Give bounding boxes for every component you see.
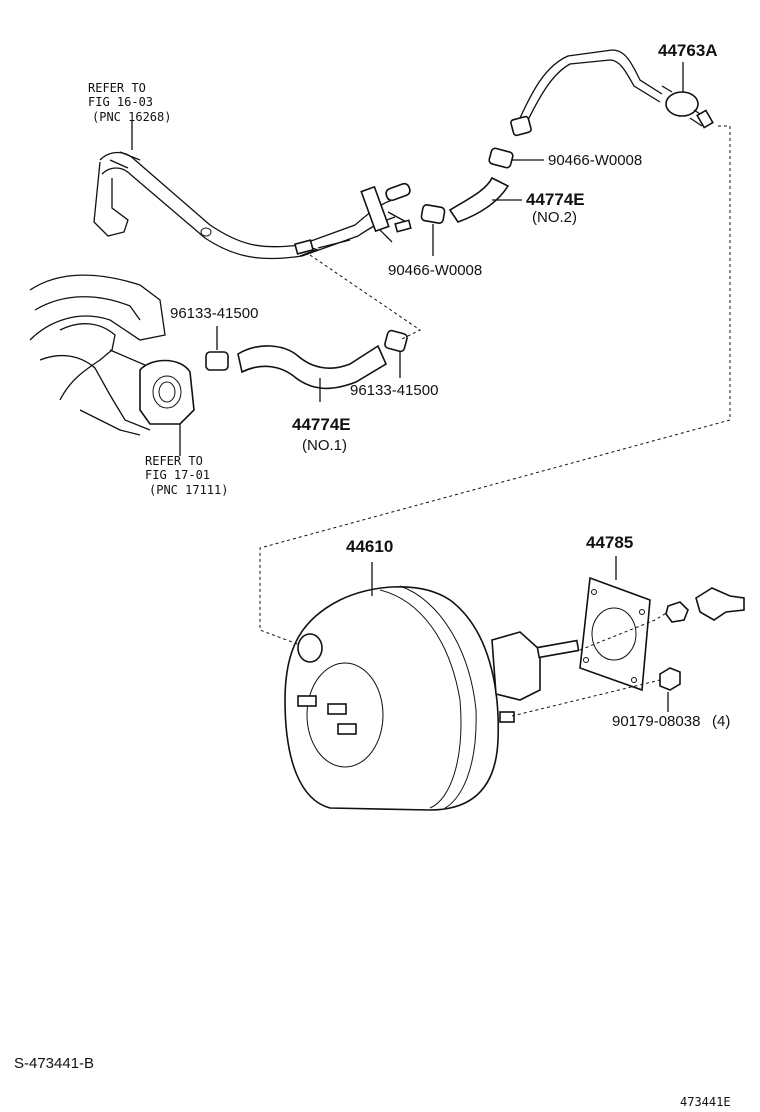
booster-stud-2 <box>327 703 347 715</box>
ref-fig17-line1: REFER TO <box>145 454 203 468</box>
check-valve-pipe <box>510 49 714 137</box>
booster-stud-1 <box>297 695 317 707</box>
hose-no2 <box>448 176 510 223</box>
ref-fig16-line3: (PNC 16268) <box>92 110 171 124</box>
clamp-96133-right <box>384 329 408 353</box>
label-clamp-lower-right: 96133-41500 <box>350 382 438 399</box>
footer-right-code: 473441E <box>680 1095 731 1109</box>
part-labels: REFER TO FIG 16-03 (PNC 16268) 44763A 90… <box>14 41 731 1109</box>
leader-lines <box>131 62 731 717</box>
booster-stud-3 <box>337 723 357 735</box>
hose-no1 <box>237 344 388 390</box>
brake-booster <box>284 585 580 811</box>
label-44763a: 44763A <box>658 41 718 60</box>
booster-rear-stud <box>499 711 515 723</box>
label-hose-no2-sub: (NO.2) <box>532 209 577 226</box>
label-44610: 44610 <box>346 537 393 556</box>
label-clamp-upper-left: 90466-W0008 <box>388 262 482 279</box>
mounting-nut <box>659 667 681 691</box>
clevis-nut <box>665 601 689 623</box>
ref-fig17-line2: FIG 17-01 <box>145 468 210 482</box>
label-hose-no1-sub: (NO.1) <box>302 437 347 454</box>
label-hose-no1: 44774E <box>292 415 351 434</box>
push-rod <box>536 639 580 659</box>
hose-no2-group <box>420 147 514 224</box>
clevis <box>695 587 745 621</box>
ref-fig16-line1: REFER TO <box>88 81 146 95</box>
label-clamp-lower-left: 96133-41500 <box>170 305 258 322</box>
label-clamp-upper-right: 90466-W0008 <box>548 152 642 169</box>
label-44785: 44785 <box>586 533 633 552</box>
booster-port <box>297 633 323 663</box>
footer-left-code: S-473441-B <box>14 1055 94 1072</box>
clevis-and-nuts <box>659 587 745 691</box>
label-hose-no2: 44774E <box>526 190 585 209</box>
clamp-90466-lower <box>420 204 446 224</box>
label-nut-qty: (4) <box>712 713 730 730</box>
intake-manifold <box>29 274 195 436</box>
gasket <box>579 576 651 692</box>
clamp-90466-upper <box>488 147 514 169</box>
vacuum-pipe-assembly <box>93 151 412 260</box>
hose-no1-group <box>205 329 408 390</box>
vacuum-port <box>139 359 195 425</box>
ref-fig16-line2: FIG 16-03 <box>88 95 153 109</box>
clamp-96133-left <box>205 351 229 371</box>
label-nut: 90179-08038 <box>612 713 700 730</box>
ref-fig17-line3: (PNC 17111) <box>149 483 228 497</box>
